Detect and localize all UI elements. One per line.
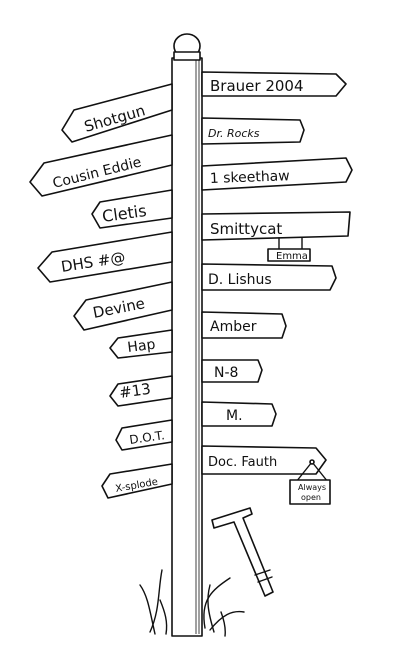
sign-left-3: Cletis bbox=[91, 189, 173, 229]
always-open-line2: open bbox=[301, 493, 321, 502]
emma-tag-label: Emma bbox=[276, 251, 308, 262]
sign-right-8-label: M. bbox=[226, 408, 243, 424]
sign-right-8: M. bbox=[201, 401, 277, 427]
sign-left-4: DHS #@ bbox=[37, 231, 173, 283]
sign-left-2: Cousin Eddie bbox=[29, 134, 173, 197]
sign-right-4-label: Smittycat bbox=[210, 220, 282, 238]
sign-right-7-label: N-8 bbox=[214, 365, 238, 381]
sign-right-1-label: Brauer 2004 bbox=[210, 77, 304, 95]
signpost-pole bbox=[171, 33, 203, 637]
sign-right-2: Dr. Rocks bbox=[201, 117, 305, 145]
sign-left-5: Devine bbox=[73, 281, 173, 331]
sign-right-3-label: 1 skeethaw bbox=[210, 168, 290, 187]
sign-right-1: Brauer 2004 bbox=[201, 71, 347, 97]
emma-hanging-tag: Emma bbox=[267, 237, 311, 262]
sign-right-4: Smittycat bbox=[201, 211, 351, 241]
sign-right-5: D. Lishus bbox=[201, 263, 337, 291]
sign-left-7-label: #13 bbox=[118, 380, 152, 402]
sign-right-2-label: Dr. Rocks bbox=[208, 127, 260, 140]
sign-left-1: Shotgun bbox=[61, 83, 173, 143]
sign-left-7: #13 bbox=[109, 375, 173, 407]
sign-left-9: X-splode bbox=[101, 463, 173, 499]
always-open-line1: Always bbox=[298, 483, 326, 492]
sign-right-6-label: Amber bbox=[210, 319, 257, 335]
sign-right-6: Amber bbox=[201, 311, 287, 339]
sign-right-7: N-8 bbox=[201, 359, 263, 383]
sign-right-9: Doc. Fauth bbox=[201, 445, 327, 475]
sign-left-8-label: D.O.T. bbox=[128, 428, 165, 447]
sign-right-5-label: D. Lishus bbox=[208, 272, 272, 288]
always-open-hanging-tag: Always open bbox=[289, 459, 331, 505]
sign-left-8: D.O.T. bbox=[115, 419, 173, 451]
sign-right-9-label: Doc. Fauth bbox=[208, 455, 277, 470]
sign-left-6: Hap bbox=[109, 329, 173, 359]
sign-right-3: 1 skeethaw bbox=[201, 157, 353, 191]
hammer bbox=[211, 507, 274, 597]
sign-left-6-label: Hap bbox=[127, 337, 157, 356]
